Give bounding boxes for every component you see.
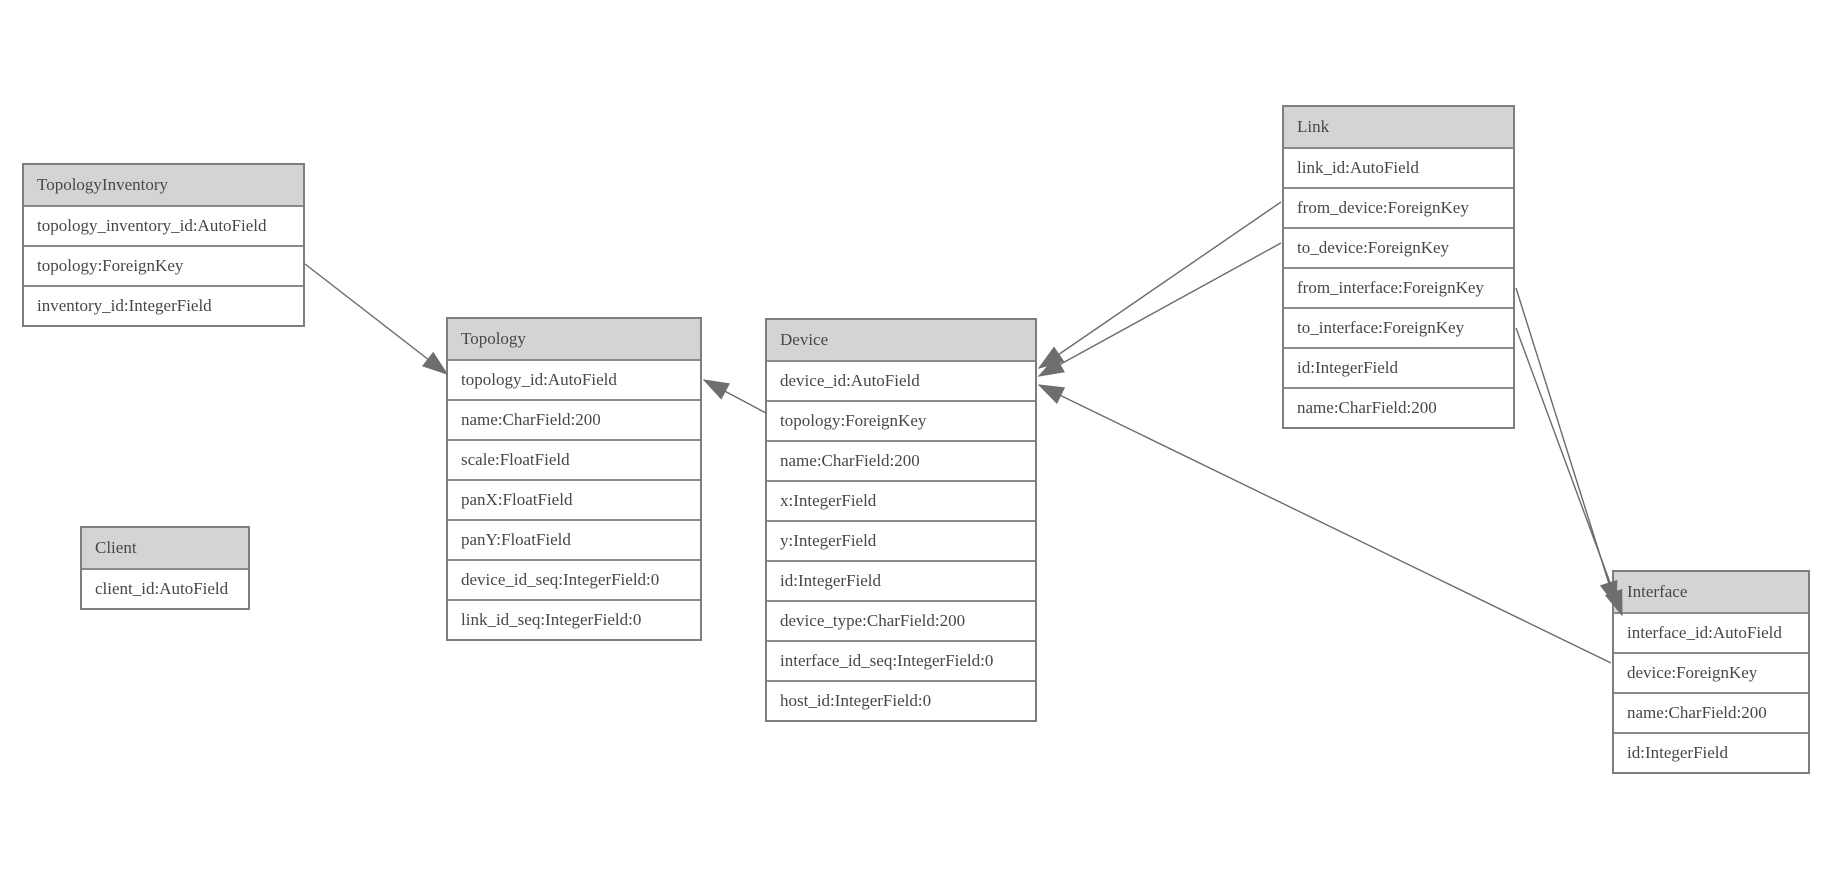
field-label: interface_id_seq:IntegerField:0 [780, 651, 994, 670]
field-label: device:ForeignKey [1627, 663, 1758, 682]
entity-link-field-row: name:CharField:200 [1284, 387, 1513, 427]
entity-topology-field-row: topology_id:AutoField [448, 359, 700, 399]
entity-topology[interactable]: Topology topology_id:AutoField name:CharFi… [446, 317, 702, 641]
entity-client-header: Client [82, 528, 248, 568]
entity-topology-field-row: link_id_seq:IntegerField:0 [448, 599, 700, 639]
entity-link-field-row: link_id:AutoField [1284, 147, 1513, 187]
entity-title: Client [95, 538, 137, 557]
entity-device-field-row: device_type:CharField:200 [767, 600, 1035, 640]
field-label: topology:ForeignKey [780, 411, 927, 430]
field-label: to_interface:ForeignKey [1297, 318, 1465, 337]
entity-title: Link [1297, 117, 1330, 136]
field-label: client_id:AutoField [95, 579, 229, 598]
entity-link-field-row: from_device:ForeignKey [1284, 187, 1513, 227]
entity-title: Topology [461, 329, 526, 348]
field-label: device_id_seq:IntegerField:0 [461, 570, 660, 589]
field-label: device_type:CharField:200 [780, 611, 966, 630]
field-label: id:IntegerField [780, 571, 882, 590]
field-label: panX:FloatField [461, 490, 573, 509]
field-label: id:IntegerField [1297, 358, 1399, 377]
entity-title: Interface [1627, 582, 1688, 601]
entity-link[interactable]: Link link_id:AutoField from_device:Foreign… [1282, 105, 1515, 429]
field-label: y:IntegerField [780, 531, 877, 550]
entity-device-field-row: id:IntegerField [767, 560, 1035, 600]
field-label: to_device:ForeignKey [1297, 238, 1450, 257]
entity-interface-field-row: id:IntegerField [1614, 732, 1808, 772]
entity-topology-header: Topology [448, 319, 700, 359]
field-label: name:CharField:200 [780, 451, 920, 470]
entity-device[interactable]: Device device_id:AutoField topology:Foreig… [765, 318, 1037, 722]
entity-link-header: Link [1284, 107, 1513, 147]
entity-device-field-row: x:IntegerField [767, 480, 1035, 520]
entity-device-field-row: interface_id_seq:IntegerField:0 [767, 640, 1035, 680]
entity-device-field-row: y:IntegerField [767, 520, 1035, 560]
field-label: link_id:AutoField [1297, 158, 1419, 177]
entity-topologyinventory-header: TopologyInventory [24, 165, 303, 205]
entity-interface-field-row: device:ForeignKey [1614, 652, 1808, 692]
field-label: topology_id:AutoField [461, 370, 617, 389]
field-label: name:CharField:200 [461, 410, 601, 429]
entity-interface-header: Interface [1614, 572, 1808, 612]
entity-device-header: Device [767, 320, 1035, 360]
entity-topologyinventory[interactable]: TopologyInventory topology_inventory_id:A… [22, 163, 305, 327]
entity-title: TopologyInventory [37, 175, 169, 194]
entity-interface[interactable]: Interface interface_id:AutoField device:Fo… [1612, 570, 1810, 774]
field-label: id:IntegerField [1627, 743, 1729, 762]
entity-link-field-row: to_device:ForeignKey [1284, 227, 1513, 267]
entity-topologyinventory-field-row: inventory_id:IntegerField [24, 285, 303, 325]
entity-topologyinventory-field-row: topology_inventory_id:AutoField [24, 205, 303, 245]
entity-device-field-row: topology:ForeignKey [767, 400, 1035, 440]
field-label: name:CharField:200 [1297, 398, 1437, 417]
field-label: panY:FloatField [461, 530, 571, 549]
entity-device-field-row: host_id:IntegerField:0 [767, 680, 1035, 720]
entity-interface-field-row: interface_id:AutoField [1614, 612, 1808, 652]
entity-client-field-row: client_id:AutoField [82, 568, 248, 608]
entity-device-field-row: name:CharField:200 [767, 440, 1035, 480]
field-label: topology_inventory_id:AutoField [37, 216, 267, 235]
entity-topology-field-row: scale:FloatField [448, 439, 700, 479]
entity-topology-field-row: panX:FloatField [448, 479, 700, 519]
entity-client[interactable]: Client client_id:AutoField [80, 526, 250, 610]
entity-topologyinventory-field-row: topology:ForeignKey [24, 245, 303, 285]
field-label: device_id:AutoField [780, 371, 920, 390]
entity-link-field-row: from_interface:ForeignKey [1284, 267, 1513, 307]
field-label: link_id_seq:IntegerField:0 [461, 610, 642, 629]
entity-title: Device [780, 330, 829, 349]
entity-topology-field-row: device_id_seq:IntegerField:0 [448, 559, 700, 599]
field-label: topology:ForeignKey [37, 256, 184, 275]
field-label: x:IntegerField [780, 491, 877, 510]
field-label: interface_id:AutoField [1627, 623, 1782, 642]
field-label: host_id:IntegerField:0 [780, 691, 932, 710]
field-label: scale:FloatField [461, 450, 570, 469]
field-label: name:CharField:200 [1627, 703, 1767, 722]
entity-topology-field-row: panY:FloatField [448, 519, 700, 559]
field-label: from_device:ForeignKey [1297, 198, 1469, 217]
entity-link-field-row: to_interface:ForeignKey [1284, 307, 1513, 347]
entity-interface-field-row: name:CharField:200 [1614, 692, 1808, 732]
entity-link-field-row: id:IntegerField [1284, 347, 1513, 387]
field-label: inventory_id:IntegerField [37, 296, 212, 315]
field-label: from_interface:ForeignKey [1297, 278, 1484, 297]
entity-device-field-row: device_id:AutoField [767, 360, 1035, 400]
entity-topology-field-row: name:CharField:200 [448, 399, 700, 439]
